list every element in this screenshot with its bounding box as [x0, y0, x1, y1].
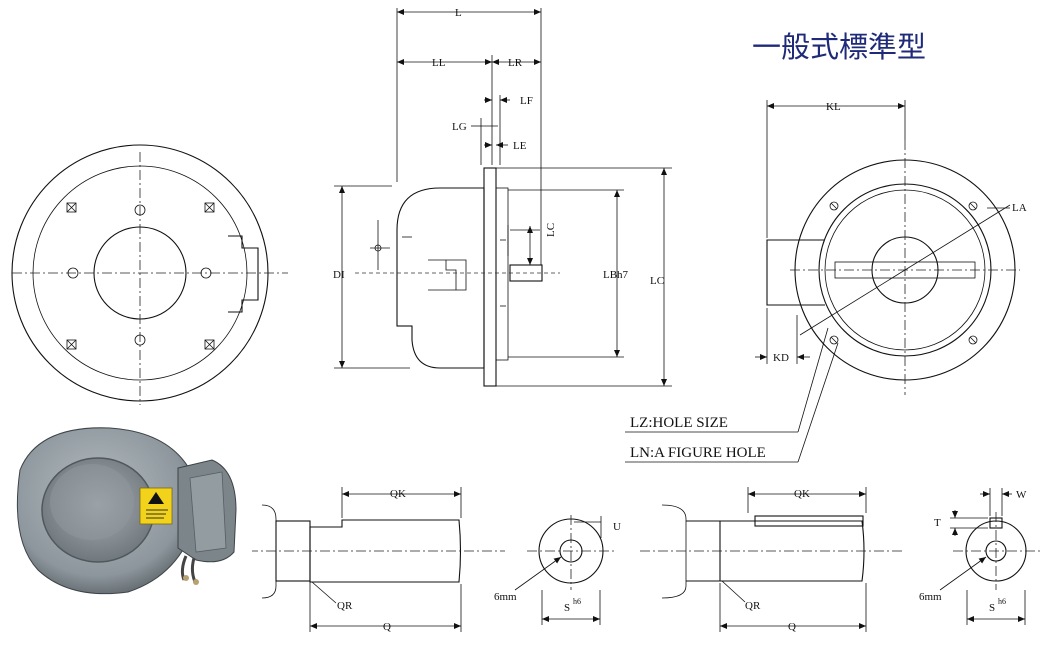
shaft-key-view: QK Q QR: [640, 487, 905, 633]
shaft-round-Q: Q: [383, 621, 391, 633]
shaft-key-QK: QK: [794, 488, 810, 500]
shaft-key-QR: QR: [745, 600, 761, 612]
dim-LL: LL: [432, 57, 446, 69]
shaft-round-U: U: [613, 521, 621, 533]
page-title: 一般式標準型: [752, 30, 926, 64]
front-view: [11, 144, 288, 405]
warning-label: [139, 487, 173, 525]
dim-KL: KL: [826, 101, 841, 113]
shaft-round-chamfer: 6mm: [494, 591, 517, 603]
end-view: KL LA KD: [755, 100, 1027, 395]
dim-LR: LR: [508, 57, 523, 69]
shaft-key-W: W: [1016, 489, 1027, 501]
dim-LC-short: LC: [545, 223, 557, 237]
shaft-key-S: S: [989, 602, 995, 614]
shaft-end-key: W T 6mm S h6: [919, 488, 1040, 625]
dim-L: L: [455, 7, 462, 19]
note-ln-figure-hole: LN:A FIGURE HOLE: [630, 445, 766, 461]
dim-LA: LA: [1012, 202, 1027, 214]
shaft-key-S-tol: h6: [998, 597, 1006, 606]
shaft-round-S-tol: h6: [573, 597, 581, 606]
dim-LB: LBh7: [603, 269, 629, 281]
dim-LG: LG: [452, 121, 467, 133]
shaft-key-chamfer: 6mm: [919, 591, 942, 603]
side-view-dimensions: L LL LR LF LG LE LC DI LBh7 LC: [333, 7, 672, 387]
shaft-key-Q: Q: [788, 621, 796, 633]
warning-triangle-icon: [148, 492, 164, 504]
shaft-round-QR: QR: [337, 600, 353, 612]
shaft-round-S: S: [564, 602, 570, 614]
shaft-key-T: T: [934, 517, 941, 529]
dim-LC: LC: [650, 275, 664, 287]
dim-KD: KD: [773, 352, 789, 364]
shaft-round-view: QK Q QR: [248, 487, 505, 633]
dim-LF: LF: [520, 95, 533, 107]
product-photo: [0, 418, 252, 655]
side-view: [355, 167, 560, 387]
shaft-end-round: U 6mm S h6: [494, 515, 621, 625]
dim-LE: LE: [513, 140, 527, 152]
shaft-round-QK: QK: [390, 488, 406, 500]
hole-notes: LZ:HOLE SIZE LN:A FIGURE HOLE: [625, 327, 839, 463]
dim-DI: DI: [333, 269, 345, 281]
note-lz-hole-size: LZ:HOLE SIZE: [630, 415, 728, 431]
